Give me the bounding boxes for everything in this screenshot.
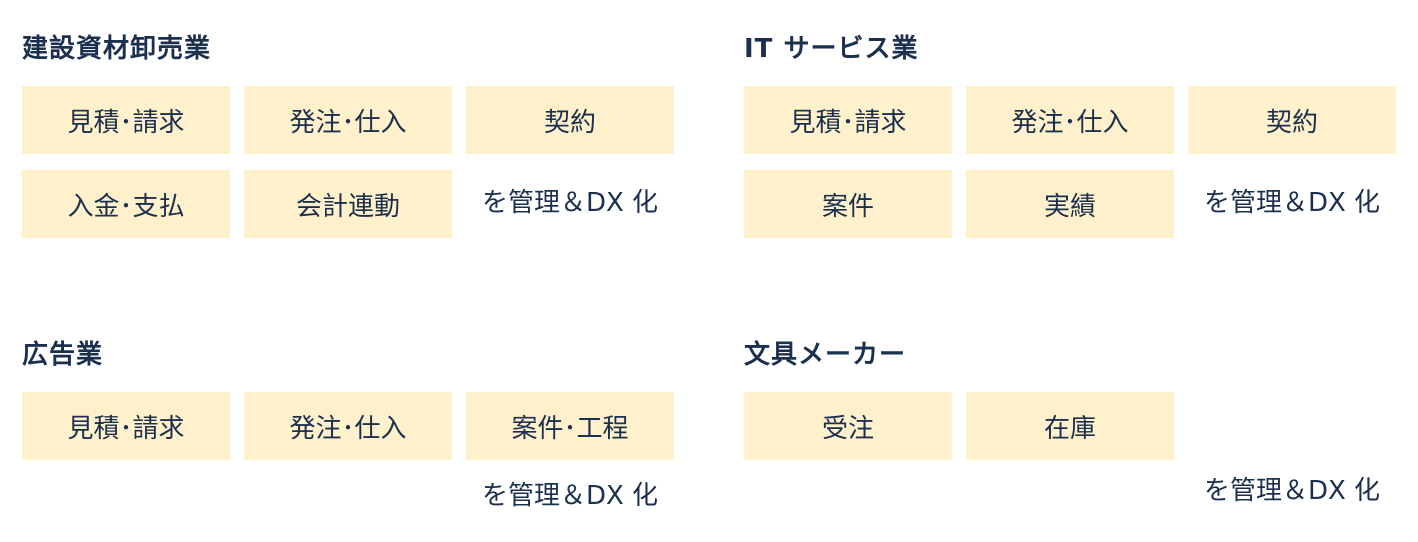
feature-cell: 契約: [466, 86, 674, 154]
feature-cell: 実績: [966, 170, 1174, 238]
suffix-text: を管理＆DX 化: [1203, 187, 1381, 218]
section-title: 建設資材卸売業: [22, 34, 212, 64]
section-construction: 建設資材卸売業 見積･請求 発注･仕入 契約 入金･支払 会計連動 を管理＆DX…: [22, 34, 682, 244]
feature-cell: 会計連動: [244, 170, 452, 238]
feature-cell: 見積･請求: [22, 86, 230, 154]
feature-cell: 受注: [744, 392, 952, 460]
feature-cell: 案件: [744, 170, 952, 238]
feature-cell: 見積･請求: [22, 392, 230, 460]
section-title: 広告業: [22, 340, 104, 370]
suffix-text: を管理＆DX 化: [481, 480, 659, 511]
feature-cell: 案件･工程: [466, 392, 674, 460]
section-it-service: IT サービス業 見積･請求 発注･仕入 契約 案件 実績 を管理＆DX 化: [744, 34, 1404, 244]
suffix-text: を管理＆DX 化: [481, 187, 659, 218]
feature-cell: 契約: [1188, 86, 1396, 154]
feature-cell: 発注･仕入: [966, 86, 1174, 154]
section-advertising: 広告業 見積･請求 発注･仕入 案件･工程 を管理＆DX 化: [22, 340, 682, 520]
feature-cell: 発注･仕入: [244, 86, 452, 154]
feature-cell: 発注･仕入: [244, 392, 452, 460]
feature-cell: 見積･請求: [744, 86, 952, 154]
section-title: IT サービス業: [744, 34, 919, 64]
section-title: 文具メーカー: [744, 340, 907, 370]
section-stationery-maker: 文具メーカー 受注 在庫 を管理＆DX 化: [744, 340, 1404, 520]
suffix-text: を管理＆DX 化: [1203, 475, 1381, 506]
feature-cell: 入金･支払: [22, 170, 230, 238]
feature-cell: 在庫: [966, 392, 1174, 460]
